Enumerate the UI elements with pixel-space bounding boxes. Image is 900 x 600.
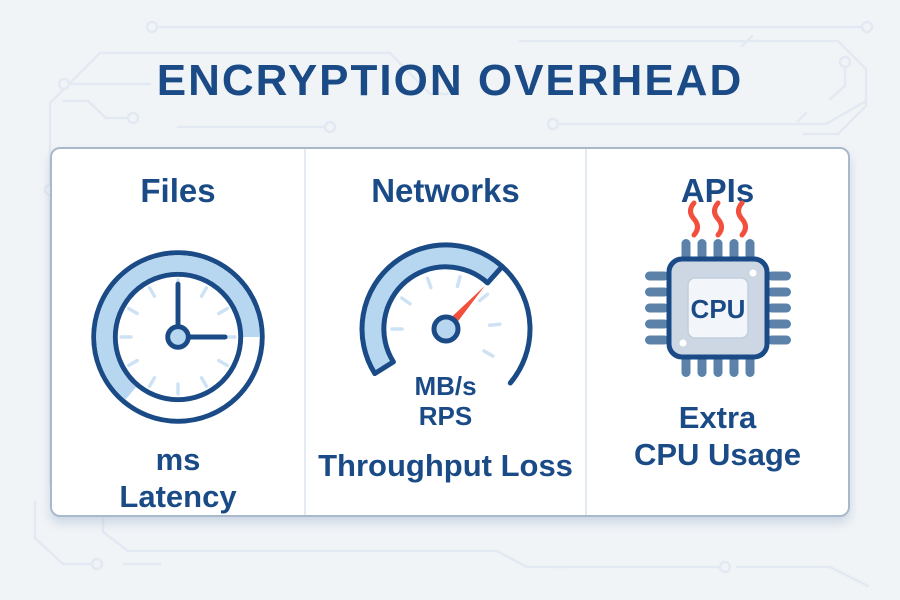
clock-latency-icon	[91, 250, 265, 424]
files-caption-line2: Latency	[119, 479, 237, 514]
gauge-throughput-icon	[359, 242, 532, 386]
gauge-unit-line1: MB/s	[414, 371, 477, 401]
apis-caption-line2: CPU Usage	[633, 437, 802, 472]
cpu-die	[686, 277, 749, 339]
files-heading: Files	[140, 172, 216, 209]
column-networks: Networks MB/s RPS Throughput Loss	[304, 149, 585, 515]
clock-tick-marks	[119, 278, 237, 396]
heat-waves-icon	[687, 200, 748, 238]
overview-card: Files ms Latency Networks	[50, 147, 850, 517]
apis-caption-line1: Extra	[678, 400, 757, 435]
gauge-tick-marks	[389, 275, 502, 358]
apis-icon-wrap: CPU	[587, 199, 848, 397]
gauge-unit-line2: RPS	[418, 401, 473, 431]
files-caption-line1: ms	[155, 442, 201, 477]
cpu-chip-icon: CPU	[644, 200, 791, 377]
files-icon-wrap	[52, 239, 304, 437]
gauge-units: MB/s RPS	[306, 371, 585, 431]
networks-icon-wrap	[306, 239, 585, 437]
page-title: ENCRYPTION OVERHEAD	[156, 56, 744, 105]
column-apis: APIs	[585, 149, 848, 515]
column-files: Files ms Latency	[52, 149, 304, 515]
networks-heading: Networks	[371, 172, 520, 209]
networks-caption: Throughput Loss	[318, 448, 573, 483]
cpu-chip-label: CPU	[690, 294, 745, 324]
